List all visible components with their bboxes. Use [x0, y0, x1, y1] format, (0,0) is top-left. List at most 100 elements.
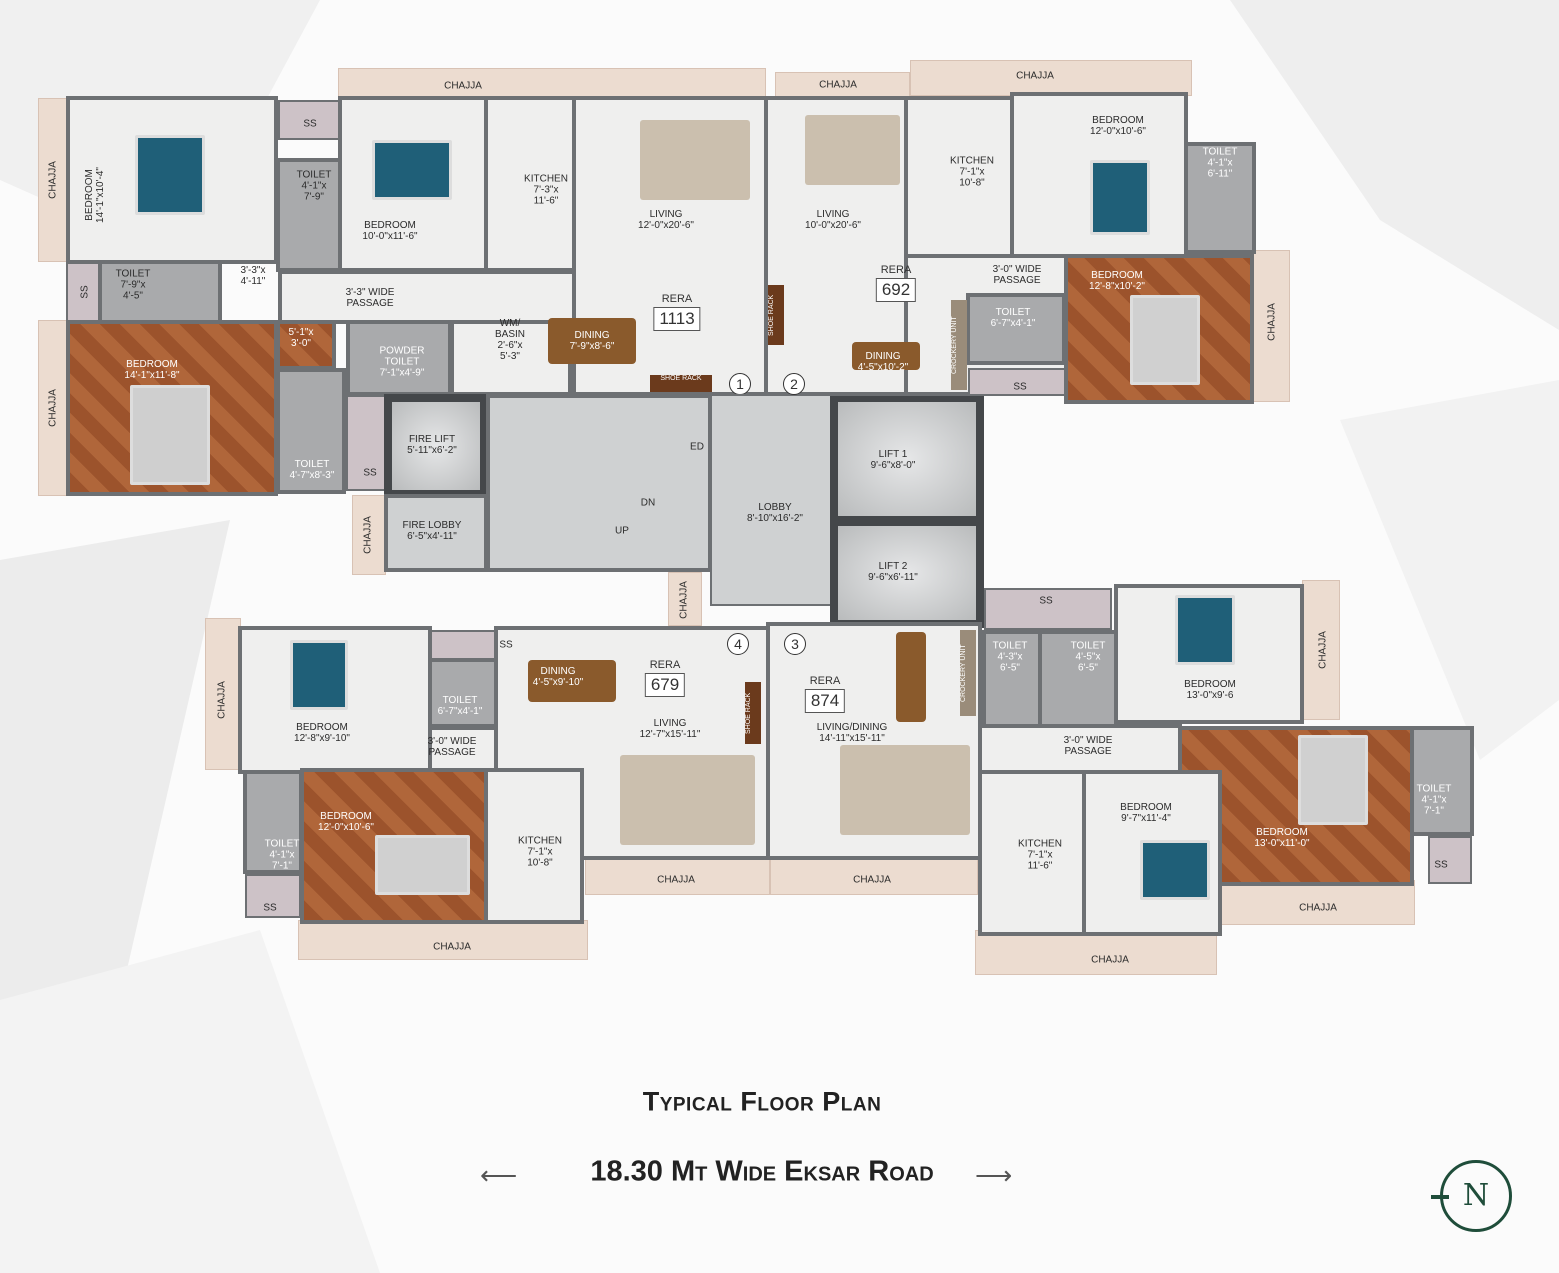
sofa — [640, 120, 750, 200]
room-ss — [278, 100, 340, 140]
sofa — [805, 115, 900, 185]
chajja-label: CHAJJA — [1299, 902, 1337, 914]
bed — [1175, 595, 1235, 665]
north-compass-icon: N — [1431, 1160, 1512, 1232]
chajja-label: CHAJJA — [657, 874, 695, 886]
chajja — [338, 68, 766, 100]
shoe-rack: SHOE RACK — [745, 682, 761, 744]
bed — [372, 140, 452, 200]
chajja-label: CHAJJA — [433, 941, 471, 953]
lift-1 — [830, 394, 984, 524]
chajja — [352, 495, 386, 575]
ed-label: ED — [690, 441, 704, 453]
chajja-label: CHAJJA — [47, 161, 59, 199]
dining-table — [852, 342, 920, 370]
chajja — [910, 60, 1192, 96]
chajja-label: CHAJJA — [853, 874, 891, 886]
chajja-label: CHAJJA — [1016, 70, 1054, 82]
room-kitchen — [978, 770, 1086, 936]
ss-label: SS — [79, 285, 91, 299]
room-toilet — [1184, 142, 1256, 254]
chajja — [975, 930, 1217, 975]
dining-table — [548, 318, 636, 364]
room-toilet — [966, 293, 1066, 365]
bed — [290, 640, 348, 710]
sofa — [620, 755, 755, 845]
ss-label: SS — [1039, 595, 1053, 607]
niche — [276, 320, 336, 370]
bed — [1140, 840, 1210, 900]
chajja-label: CHAJJA — [444, 80, 482, 92]
dining-table — [896, 632, 926, 722]
bed — [1298, 735, 1368, 825]
room-toilet — [428, 658, 498, 728]
chajja — [668, 572, 702, 626]
bed — [1130, 295, 1200, 385]
room-toilet — [1410, 726, 1474, 836]
bed — [130, 385, 210, 485]
flat-door-number: 4 — [727, 633, 749, 655]
flat-door-number: 2 — [783, 373, 805, 395]
chajja — [38, 320, 70, 496]
lobby — [710, 394, 832, 606]
crockery-unit: CROCKERY UNIT — [960, 630, 976, 716]
room-ss — [984, 588, 1112, 630]
chajja-label: CHAJJA — [1266, 303, 1278, 341]
flat-door-number: 3 — [784, 633, 806, 655]
passage — [278, 270, 576, 324]
chajja — [1215, 880, 1415, 925]
shoe-rack: SHOE RACK — [650, 375, 712, 392]
ss-label: SS — [1013, 381, 1027, 393]
dining-table — [528, 660, 616, 702]
lift-2 — [830, 518, 984, 628]
stair-up-label: UP — [615, 525, 629, 537]
area-label: 3'-3"x 4'-11" — [240, 265, 266, 287]
niche-label: 5'-1"x 3'-0" — [288, 327, 314, 349]
chajja-label: CHAJJA — [819, 79, 857, 91]
room-toilet — [276, 368, 346, 494]
shoe-rack: SHOE RACK — [768, 285, 784, 345]
plan-title: Typical Floor Plan — [642, 1086, 882, 1117]
ss-label: SS — [499, 639, 513, 651]
room-kitchen — [484, 768, 584, 924]
chajja-label: CHAJJA — [1091, 954, 1129, 966]
